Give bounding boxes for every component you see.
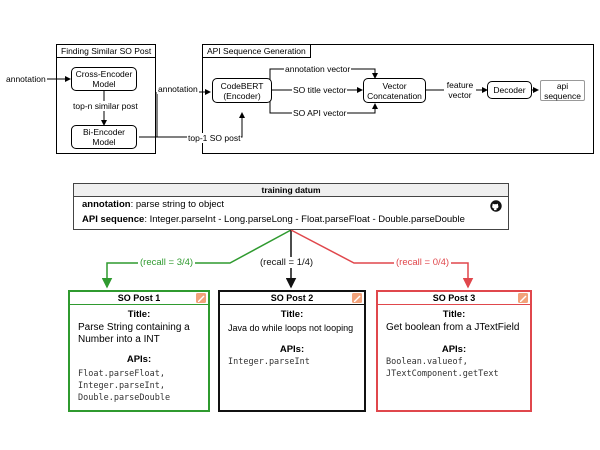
- group-finding-similar-title: Finding Similar SO Post: [57, 45, 157, 58]
- apis-label-text: APIs: [441, 344, 463, 355]
- github-icon[interactable]: [490, 200, 502, 212]
- datum-api-key: API sequence: [82, 214, 145, 225]
- datum-annotation-key: annotation: [82, 199, 131, 210]
- codebert-node: CodeBERT (Encoder): [212, 78, 272, 103]
- so-post-1-apis-label: APIs:: [126, 354, 152, 365]
- cross-encoder-node: Cross-Encoder Model: [71, 67, 137, 91]
- datum-api-line: API sequence: Integer.parseInt - Long.pa…: [82, 214, 465, 226]
- recall-label-1: (recall = 3/4): [138, 257, 196, 268]
- annotation-vector-label: annotation vector: [284, 64, 352, 74]
- so-post-3-title: Get boolean from a JTextField: [386, 322, 520, 333]
- so-post-2-title: Java do while loops not looping: [228, 323, 354, 333]
- datum-annotation-value: : parse string to object: [130, 199, 225, 210]
- top-n-label: top-n similar post: [72, 101, 139, 111]
- edge-bi-to-codebert: [139, 112, 245, 138]
- datum-annotation-line: annotation: parse string to object: [82, 199, 224, 211]
- datum-api-value: : Integer.parseInt - Long.parseLong - Fl…: [144, 214, 465, 225]
- api-item: Double.parseDouble: [78, 393, 171, 403]
- annotation-to-codebert-label: annotation: [157, 84, 199, 94]
- so-title-vector-label: SO title vector: [292, 85, 348, 95]
- so-post-3-header: SO Post 3: [378, 292, 530, 305]
- apis-label-text: APIs: [279, 344, 301, 355]
- training-datum-box: training datum annotation: parse string …: [73, 183, 509, 230]
- api-item: Float.parseFloat,: [78, 369, 165, 379]
- title-label-text: Title: [280, 309, 301, 320]
- bi-encoder-node: Bi-Encoder Model: [71, 125, 137, 149]
- vector-concatenation-node: Vector Concatenation: [363, 78, 426, 103]
- so-post-1-title-label: Title:: [127, 309, 151, 320]
- recall-label-2: (recall = 1/4): [258, 257, 316, 268]
- training-datum-header: training datum: [74, 184, 508, 197]
- input-annotation-label: annotation: [6, 74, 46, 84]
- so-post-card-3: SO Post 3 Title: Get boolean from a JTex…: [376, 290, 532, 412]
- so-post-1-title: Parse String containing a Number into a …: [78, 322, 190, 345]
- api-item: JTextComponent.getText: [386, 369, 499, 379]
- group-api-generation: API Sequence Generation: [202, 44, 594, 154]
- so-post-1-apis: Float.parseFloat, Integer.parseInt, Doub…: [78, 368, 200, 404]
- group-api-generation-title: API Sequence Generation: [203, 45, 311, 58]
- so-post-2-header: SO Post 2: [220, 292, 364, 305]
- edit-note-icon[interactable]: [351, 292, 363, 304]
- so-post-card-1: SO Post 1 Title: Parse String containing…: [68, 290, 210, 412]
- top1-label: top-1 SO post: [187, 133, 242, 143]
- api-sequence-output: api sequence: [540, 80, 585, 101]
- title-label-text: Title: [442, 309, 463, 320]
- feature-vector-label: feature vector: [444, 80, 476, 100]
- api-item: Boolean.valueof,: [386, 357, 468, 367]
- group-finding-similar: Finding Similar SO Post: [56, 44, 157, 154]
- so-post-1-header: SO Post 1: [70, 292, 208, 305]
- so-post-3-apis-label: APIs:: [441, 344, 467, 355]
- title-label-text: Title: [127, 309, 148, 320]
- apis-label-text: APIs: [126, 354, 148, 365]
- so-post-2-title-label: Title:: [280, 309, 304, 320]
- edit-note-icon[interactable]: [195, 292, 207, 304]
- so-post-card-2: SO Post 2 Title: Java do while loops not…: [218, 290, 366, 412]
- so-post-2-apis-label: APIs:: [279, 344, 305, 355]
- recall-label-3: (recall = 0/4): [394, 257, 452, 268]
- so-api-vector-label: SO API vector: [292, 108, 348, 118]
- api-item: Integer.parseInt: [228, 357, 310, 367]
- so-post-2-apis: Integer.parseInt: [228, 356, 356, 368]
- so-post-3-apis: Boolean.valueof, JTextComponent.getText: [386, 356, 522, 380]
- decoder-node: Decoder: [487, 81, 532, 99]
- edit-note-icon[interactable]: [517, 292, 529, 304]
- so-post-3-title-label: Title:: [442, 309, 466, 320]
- api-item: Integer.parseInt,: [78, 381, 165, 391]
